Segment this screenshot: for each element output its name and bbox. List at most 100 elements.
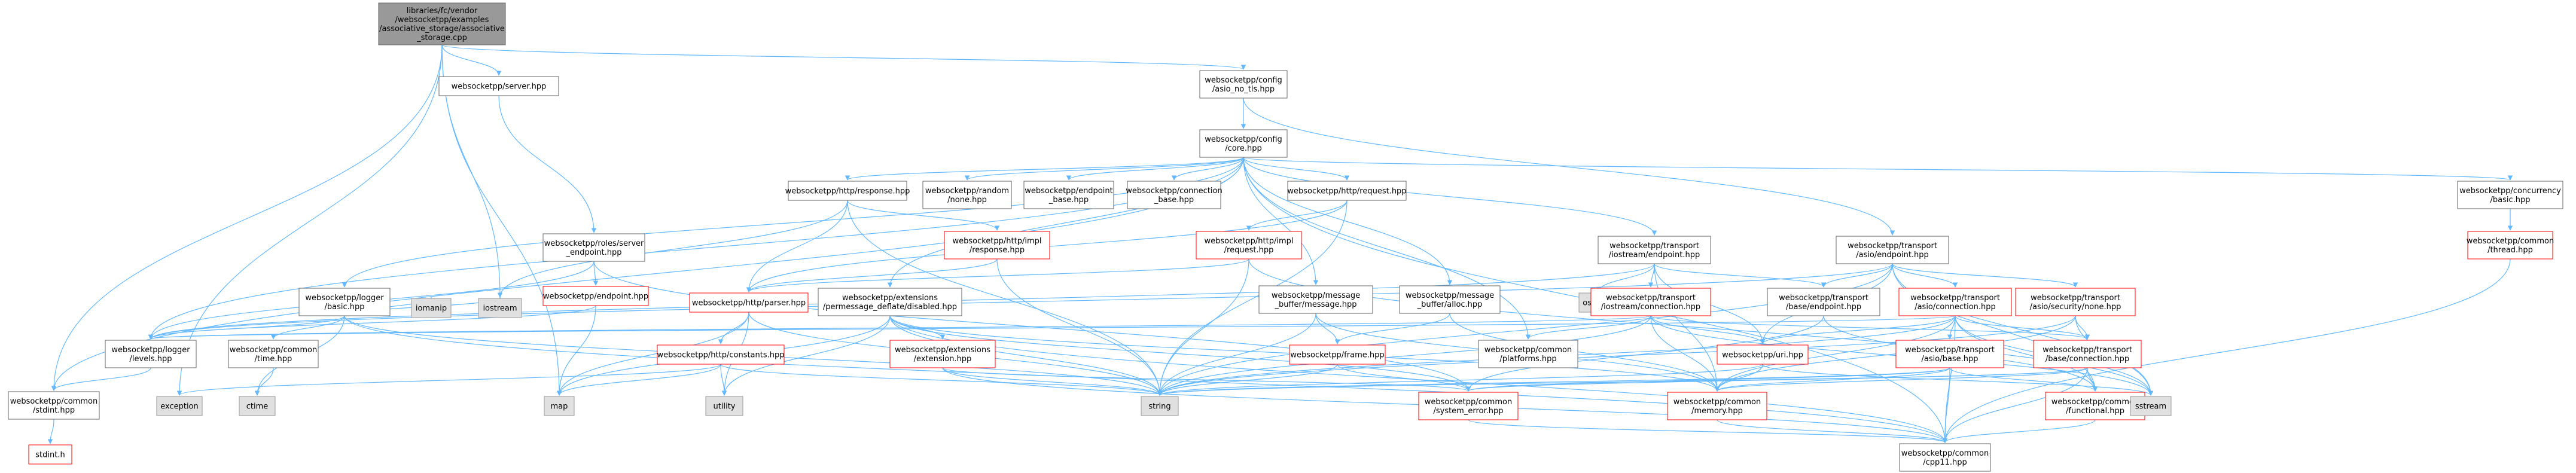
- node-ts_asio_base[interactable]: websocketpp/transport/asio/base.hpp: [1895, 340, 2004, 368]
- edge-http_impl_request-to-http_parser: [746, 258, 1249, 292]
- node-root[interactable]: libraries/fc/vendor/websocketpp/examples…: [378, 2, 506, 45]
- node-label: sstream: [2135, 402, 2166, 411]
- node-label: websocketpp/message: [1272, 291, 1360, 300]
- node-box: [1289, 344, 1386, 365]
- node-cfg_core[interactable]: websocketpp/config/core.hpp: [1199, 129, 1288, 158]
- edge-logger_basic-to-common_time: [270, 315, 345, 340]
- node-ext_extension[interactable]: websocketpp/extensions/extension.hpp: [889, 340, 996, 368]
- node-string: string: [1141, 396, 1179, 416]
- node-label: utility: [714, 402, 736, 411]
- edge-ext_extension-to-common_syserr: [942, 367, 1471, 392]
- node-label: /permessage_deflate/disabled.hpp: [823, 303, 957, 312]
- edge-http_response-to-iostream: [497, 200, 848, 298]
- node-label: /asio/connection.hpp: [1915, 303, 1996, 312]
- node-ext_permessage[interactable]: websocketpp/extensions/permessage_deflat…: [818, 288, 962, 316]
- node-box: [889, 340, 996, 368]
- node-http_response[interactable]: websocketpp/http/response.hpp: [785, 181, 910, 201]
- node-label: websocketpp/common: [1484, 346, 1572, 355]
- node-ts_base_conn[interactable]: websocketpp/transport/base/connection.hp…: [2033, 340, 2142, 368]
- node-label: websocketpp/config: [1205, 76, 1282, 85]
- edge-common_functional-to-common_cpp11: [1942, 419, 2096, 443]
- node-ts_iostream_ep[interactable]: websocketpp/transport/iostream/endpoint.…: [1598, 236, 1711, 264]
- node-cfg_asio[interactable]: websocketpp/config/asio_no_tls.hpp: [1199, 70, 1288, 99]
- node-label: websocketpp/config: [1205, 135, 1282, 144]
- edge-server-to-roles_server: [498, 95, 597, 233]
- edge-cfg_core-to-connection_base: [1171, 157, 1244, 181]
- node-common_thread[interactable]: websocketpp/common/thread.hpp: [2467, 231, 2554, 260]
- node-roles_server[interactable]: websocketpp/roles/server_endpoint.hpp: [542, 233, 645, 262]
- edge-common_time-to-ctime: [254, 367, 274, 396]
- node-common_cpp11[interactable]: websocketpp/common/cpp11.hpp: [1899, 443, 1991, 472]
- node-msg_alloc[interactable]: websocketpp/message_buffer/alloc.hpp: [1399, 285, 1501, 314]
- node-label: /extension.hpp: [914, 355, 972, 364]
- node-label: websocketpp/concurrency: [2459, 187, 2561, 196]
- node-iomanip: iomanip: [411, 298, 452, 318]
- edge-ts_iostream_ep-to-ts_iostream_conn: [1648, 263, 1655, 288]
- node-random_none[interactable]: websocketpp/random/none.hpp: [922, 181, 1012, 209]
- node-label: websocketpp/http/request.hpp: [1287, 187, 1406, 196]
- edge-ts_iostream_conn-to-ts_base_conn: [1650, 315, 2090, 340]
- edges-layer: [47, 44, 2513, 444]
- node-connection_base[interactable]: websocketpp/connection_base.hpp: [1126, 181, 1223, 209]
- node-box: [705, 396, 743, 416]
- edge-msg_alloc-to-common_memory: [1449, 313, 1720, 392]
- node-http_parser[interactable]: websocketpp/http/parser.hpp: [689, 292, 809, 313]
- node-box: [1258, 285, 1373, 314]
- node-label: /asio_no_tls.hpp: [1212, 85, 1275, 94]
- node-logger_basic[interactable]: websocketpp/logger/basic.hpp: [298, 288, 391, 316]
- node-stdint_h[interactable]: stdint.h: [28, 444, 72, 465]
- node-label: websocketpp/transport: [1905, 346, 1995, 355]
- node-frame[interactable]: websocketpp/frame.hpp: [1289, 344, 1386, 365]
- node-server[interactable]: websocketpp/server.hpp: [438, 76, 559, 96]
- node-label: /basic.hpp: [2490, 196, 2530, 205]
- edge-ts_iostream_conn-to-common_platforms: [1525, 315, 1651, 340]
- node-http_request[interactable]: websocketpp/http/request.hpp: [1287, 181, 1407, 201]
- node-ts_base_ep[interactable]: websocketpp/transport/base/endpoint.hpp: [1767, 288, 1880, 316]
- node-http_impl_request[interactable]: websocketpp/http/impl/request.hpp: [1196, 231, 1302, 260]
- node-common_functional[interactable]: websocketpp/common/functional.hpp: [2045, 392, 2145, 420]
- edge-ts_asio_base-to-common_memory: [1714, 367, 1950, 392]
- edge-ts_asio_ep-to-common_functional: [1892, 263, 2098, 392]
- node-label: /functional.hpp: [2066, 407, 2124, 416]
- node-common_platforms[interactable]: websocketpp/common/platforms.hpp: [1478, 340, 1578, 368]
- edge-http_parser-to-map: [556, 312, 749, 396]
- node-endpoint_base[interactable]: websocketpp/endpoint_base.hpp: [1023, 181, 1114, 209]
- edge-common_stdint-to-stdint_h: [47, 419, 54, 444]
- node-label: websocketpp/uri.hpp: [1722, 351, 1803, 360]
- node-label: _base.hpp: [1048, 196, 1089, 205]
- edge-ts_asio_base-to-string: [1157, 367, 1950, 396]
- node-sstream: sstream: [2130, 396, 2172, 416]
- node-box: [2045, 392, 2145, 420]
- node-box: [1836, 236, 1949, 264]
- node-box: [1767, 288, 1880, 316]
- edge-cfg_core-to-ts_iostream_ep: [1243, 157, 1657, 236]
- node-label: websocketpp/transport: [1609, 242, 1699, 251]
- node-box: [228, 340, 319, 368]
- node-ts_asio_sec[interactable]: websocketpp/transport/asio/security/none…: [2015, 288, 2136, 316]
- node-uri[interactable]: websocketpp/uri.hpp: [1717, 344, 1809, 365]
- node-endpoint[interactable]: websocketpp/endpoint.hpp: [542, 286, 649, 306]
- node-box: [1899, 443, 1991, 472]
- node-label: /request.hpp: [1224, 246, 1274, 255]
- node-label: iomanip: [416, 304, 447, 313]
- edge-http_constants-to-string: [720, 364, 1162, 396]
- node-box: [411, 298, 452, 318]
- node-http_constants[interactable]: websocketpp/http/constants.hpp: [657, 344, 785, 365]
- edge-cfg_core-to-random_none: [964, 157, 1244, 181]
- node-common_syserr[interactable]: websocketpp/common/system_error.hpp: [1418, 392, 1519, 420]
- node-exception: exception: [156, 396, 203, 416]
- node-box: [1023, 181, 1114, 209]
- node-ts_asio_conn[interactable]: websocketpp/transport/asio/connection.hp…: [1898, 288, 2012, 316]
- node-common_time[interactable]: websocketpp/common/time.hpp: [228, 340, 319, 368]
- node-logger_levels[interactable]: websocketpp/logger/levels.hpp: [105, 340, 197, 368]
- node-http_impl_response[interactable]: websocketpp/http/impl/response.hpp: [944, 231, 1050, 260]
- node-box: [542, 233, 645, 262]
- node-ts_asio_ep[interactable]: websocketpp/transport/asio/endpoint.hpp: [1836, 236, 1949, 264]
- node-common_memory[interactable]: websocketpp/common/memory.hpp: [1667, 392, 1767, 420]
- node-conc_basic[interactable]: websocketpp/concurrency/basic.hpp: [2457, 181, 2563, 209]
- node-label: /iostream/endpoint.hpp: [1609, 251, 1700, 260]
- node-common_stdint[interactable]: websocketpp/common/stdint.hpp: [8, 391, 100, 420]
- node-ts_iostream_conn[interactable]: websocketpp/transport/iostream/connectio…: [1590, 288, 1711, 316]
- node-msg_buffer[interactable]: websocketpp/message_buffer/message.hpp: [1258, 285, 1373, 314]
- edge-ts_iostream_ep-to-ts_base_ep: [1654, 263, 1827, 288]
